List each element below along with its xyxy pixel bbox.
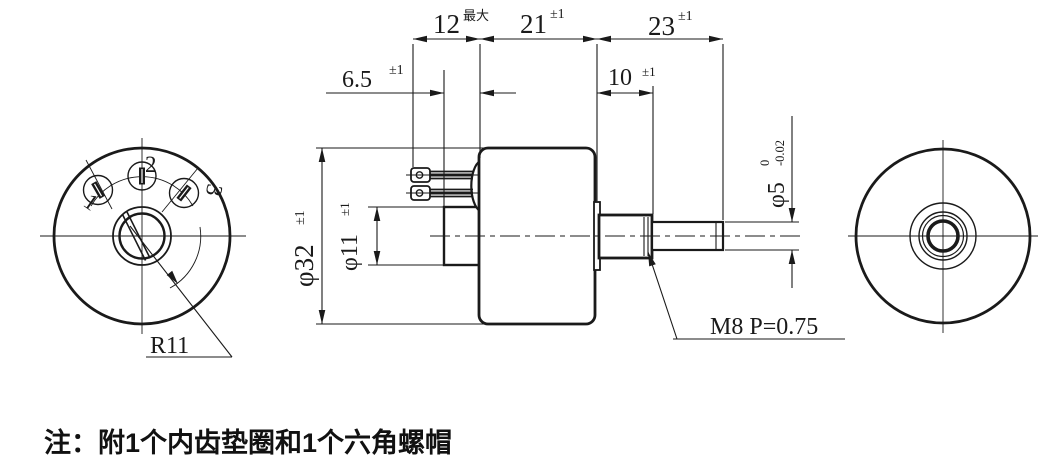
front-shaft-circle — [118, 212, 166, 260]
terminal-3-text: 3 — [201, 182, 228, 198]
terminal-2-pin — [139, 167, 145, 185]
dim-shaft-dia-tol-lower: -0.02 — [773, 140, 787, 166]
terminal-2-circle — [127, 161, 157, 191]
rear-view — [848, 140, 1038, 333]
r11-label: R11 — [150, 333, 189, 359]
front-view: 1 2 3 R11 — [40, 138, 246, 359]
terminal-pitch-arc-lower — [169, 226, 202, 289]
dim-bushing-length: 10 — [608, 65, 632, 91]
terminal-1-pin — [91, 181, 105, 199]
dim-shaft-dia-group: φ5 0 -0.02 — [758, 140, 790, 208]
dim-collar-dia-tol: ±1 — [337, 202, 352, 216]
rear-thread-minor-circle — [921, 214, 965, 258]
terminal-3-centerline — [161, 167, 199, 213]
dim-bushing-length-tol: ±1 — [642, 64, 656, 79]
dim-collar-dia: φ11 — [337, 234, 363, 271]
m8-leader-line — [647, 251, 678, 340]
r11-arrowhead — [166, 270, 178, 284]
terminal-3-pin — [176, 184, 192, 202]
dim-shaft-dia-tol-upper: 0 — [758, 160, 772, 166]
dim-pin-length-tol: 最大 — [463, 8, 489, 23]
m8-arrowhead — [648, 252, 656, 267]
terminal-3-circle — [168, 177, 200, 209]
terminal-1-centerline — [85, 159, 113, 210]
dimensions: 12 最大 21 ±1 23 ±1 6.5 ±1 10 ±1 φ32 ±1 — [289, 7, 845, 340]
r11-leader-line — [129, 225, 233, 358]
dim-body-length-tol: ±1 — [550, 7, 565, 22]
dim-body-length: 21 — [520, 9, 547, 39]
dim-body-dia: φ32 — [289, 244, 319, 287]
dim-pin-length: 12 — [433, 9, 460, 39]
front-bushing-circle — [112, 206, 172, 266]
drawing-note: 注：附1个内齿垫圈和1个六角螺帽 — [44, 427, 452, 458]
terminal-1-label: 1 — [79, 189, 103, 216]
dim-body-dia-tol: ±1 — [293, 210, 308, 225]
dim-collar-dia-group: φ11 ±1 — [337, 202, 363, 271]
shaft-slot-line-1 — [126, 211, 151, 259]
dim-body-dia-group: φ32 ±1 — [289, 210, 319, 287]
terminal-3-label: 3 — [201, 182, 228, 198]
terminal-1-circle — [82, 174, 114, 206]
m8-label: M8 P=0.75 — [710, 314, 818, 340]
dim-shaft-dia: φ5 — [764, 182, 790, 208]
terminal-1-text: 1 — [79, 189, 103, 216]
dim-shaft-length-tol: ±1 — [678, 9, 693, 24]
terminal-2-text: 2 — [145, 152, 157, 177]
side-view — [406, 146, 800, 326]
dim-shaft-length: 23 — [648, 11, 675, 41]
dim-collar-length: 6.5 — [342, 67, 372, 93]
rear-thread-major-circle — [918, 211, 968, 261]
thread-callout: M8 P=0.75 — [647, 251, 845, 340]
dim-collar-length-tol: ±1 — [389, 63, 404, 78]
rear-shaft-circle — [926, 219, 960, 253]
shaft-slot-line-2 — [121, 214, 147, 261]
rear-collar-circle — [909, 202, 977, 270]
pitch-radius-dimension: R11 — [129, 225, 233, 359]
